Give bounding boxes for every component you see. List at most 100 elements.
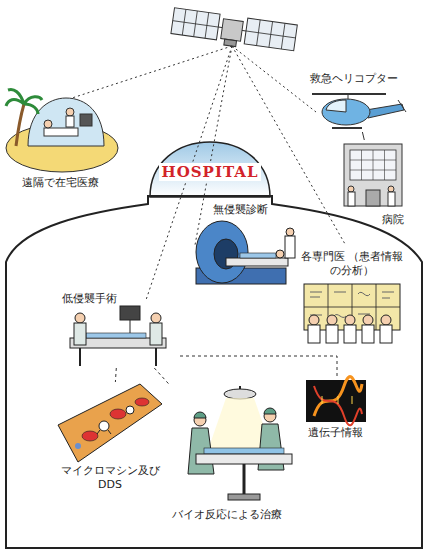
dotted-connector (362, 132, 364, 140)
micromachine-vessel (58, 384, 162, 462)
micromachine-vessel (58, 384, 162, 462)
node-label: 病院 (382, 213, 404, 227)
micromachine-vessel (126, 406, 134, 414)
hospital-outline (148, 195, 272, 197)
hospital-building (366, 190, 380, 206)
surgery-scene (151, 313, 161, 323)
satellite (171, 8, 220, 40)
helicopter (326, 100, 346, 112)
satellite-link (72, 46, 232, 98)
micromachine-vessel (82, 431, 98, 441)
micromachine-vessel (75, 443, 81, 449)
surgery-scene (70, 306, 166, 366)
hospital-outline (6, 142, 422, 548)
mri-scanner (240, 253, 276, 258)
gene-image (306, 377, 366, 426)
micromachine-vessel (97, 430, 111, 434)
island-home-care (28, 98, 104, 146)
micromachine-vessel (135, 398, 149, 406)
specialists-scene: 各専門医 （患者情報の分析） (298, 248, 414, 346)
micromachine-vessel (110, 409, 126, 419)
helicopter (332, 127, 362, 129)
hospital-building-outline: HOSPITAL無侵襲診断各専門医 （患者情報の分析）低侵襲手術マイクロマシン及… (6, 140, 422, 548)
specialists-board (326, 325, 338, 343)
node-label: マイクロマシン及び DDS (57, 464, 163, 492)
home-care-scene: 遠隔で在宅医療 (5, 92, 120, 192)
satellite (221, 19, 244, 42)
island-home-care (44, 120, 52, 128)
node-label: 各専門医 （患者情報の分析） (300, 250, 404, 278)
island-home-care (80, 114, 92, 126)
helicopter (322, 99, 370, 125)
micromachine-scene: マイクロマシン及び DDS (55, 382, 168, 496)
helicopter (312, 94, 406, 128)
diagnosis-scene: 無侵襲診断 (185, 200, 297, 292)
bio-treatment-scene (204, 448, 284, 454)
island-home-care (66, 116, 74, 127)
island-home-care (44, 128, 78, 136)
bio-treatment-scene (264, 408, 276, 414)
dotted-connector (180, 356, 337, 376)
micromachine-vessel (99, 421, 109, 431)
hospital-scene: 病院 (338, 140, 412, 232)
specialists-board (308, 325, 320, 343)
helicopter-scene: 救急ヘリコプター (300, 68, 410, 132)
island-home-care (16, 104, 24, 146)
hospital-building (348, 186, 354, 192)
specialists-board (309, 315, 319, 325)
surgery-scene: 低侵襲手術 (58, 290, 180, 368)
surgery-scene (150, 323, 162, 345)
mri-scanner (276, 250, 284, 258)
bio-treatment-scene (224, 389, 256, 399)
hospital-outline (150, 142, 270, 197)
gene-image (322, 396, 352, 404)
mri-scanner (196, 221, 248, 283)
hospital-building (348, 192, 355, 206)
surgery-scene (74, 323, 86, 345)
surgery-scene (130, 320, 131, 333)
specialists-board (304, 284, 400, 330)
hospital-building (350, 150, 396, 180)
node-label: 低侵襲手術 (62, 292, 117, 306)
hospital-outline (6, 196, 422, 548)
bio-treatment-scene (243, 464, 246, 494)
surgery-scene (80, 348, 156, 366)
surgery-scene (120, 306, 140, 320)
island-home-care (66, 108, 74, 116)
mri-scanner (196, 221, 295, 284)
satellite (244, 18, 297, 51)
hospital-building (344, 144, 402, 206)
gene-image (314, 386, 362, 425)
node-label: 救急ヘリコプター (310, 72, 398, 86)
bio-treatment-scene (188, 386, 292, 500)
node-label: バイオ反応による治療 (172, 508, 282, 522)
satellite-link (232, 46, 316, 112)
node-label: 遠隔で在宅医療 (22, 176, 99, 190)
dotted-connector (154, 368, 169, 384)
hospital-building (388, 186, 394, 192)
bio-treatment-scene: バイオ反応による治療 (168, 384, 300, 528)
island-home-care (6, 90, 118, 172)
bio-treatment-scene (196, 454, 292, 464)
satellite (170, 8, 297, 55)
specialists-board (304, 284, 400, 330)
hospital-building (344, 144, 402, 206)
specialists-board (327, 315, 337, 325)
specialists-board (380, 325, 392, 343)
helicopter (312, 93, 386, 95)
helicopter (366, 104, 404, 118)
satellite (224, 39, 237, 47)
hospital-building (388, 192, 395, 206)
mri-scanner (226, 258, 288, 266)
helicopter (398, 100, 406, 112)
specialists-board (363, 315, 373, 325)
mri-scanner (285, 236, 295, 258)
satellite (171, 8, 220, 40)
specialists-board (344, 325, 356, 343)
specialists-board (304, 284, 400, 343)
node-label: 遺伝子情報 (308, 426, 363, 440)
surgery-scene (75, 313, 85, 323)
hospital-building (350, 150, 396, 180)
